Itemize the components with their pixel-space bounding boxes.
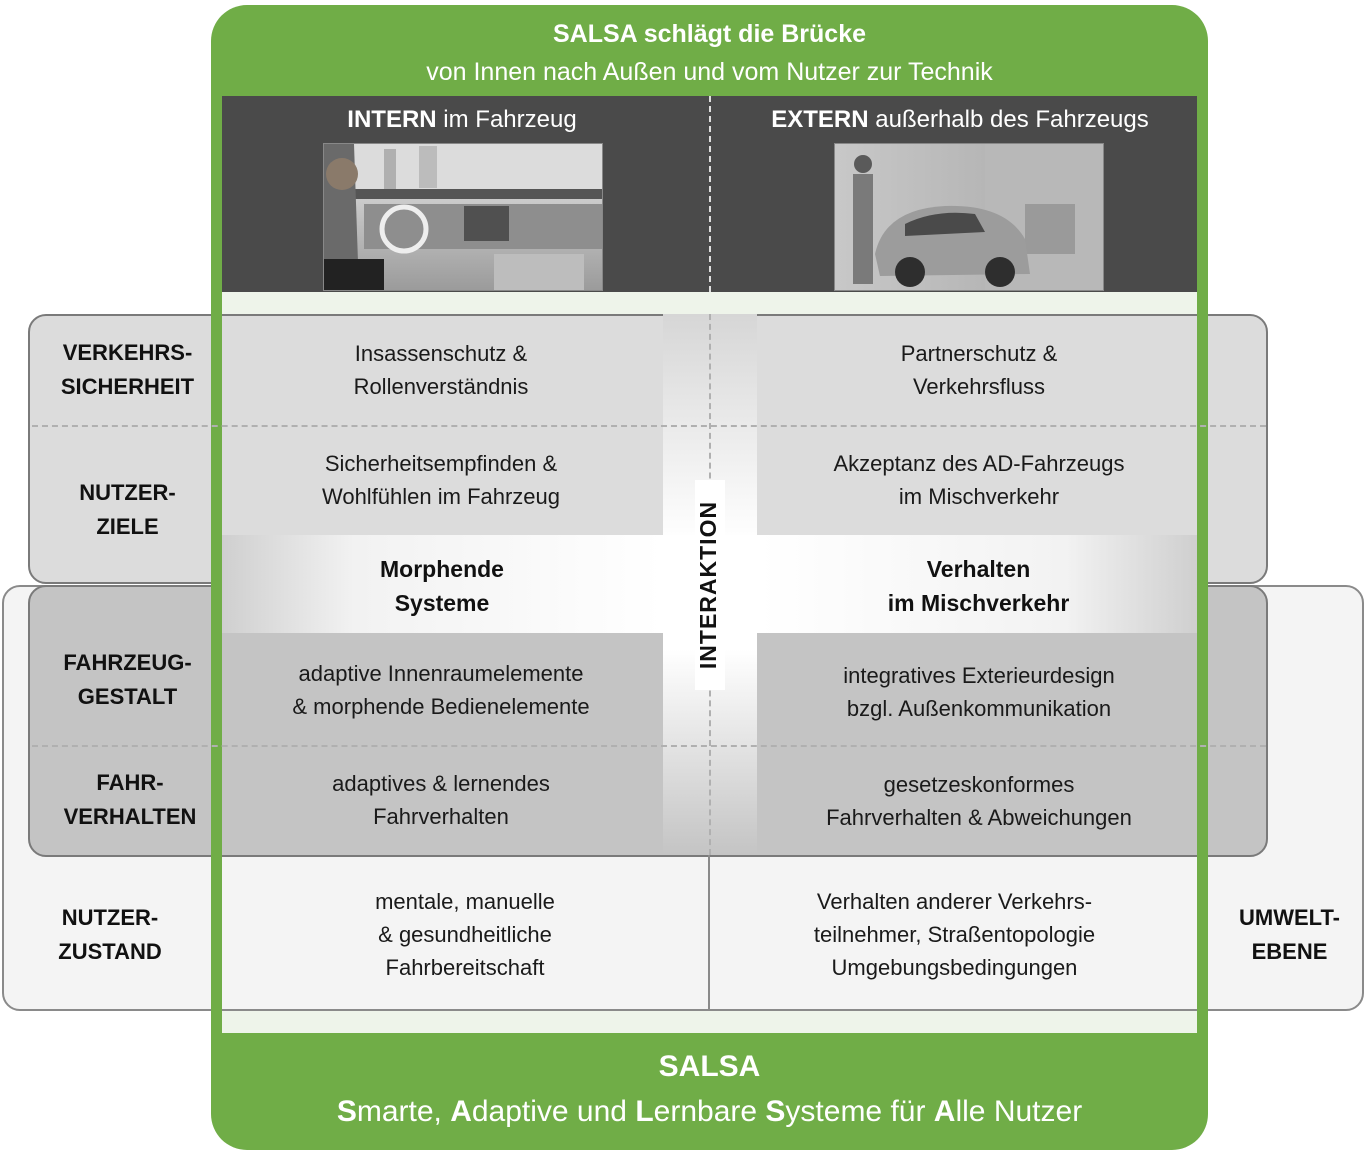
frame-right: [1197, 95, 1208, 1040]
cell-intern-nutzerziele: Sicherheitsempfinden & Wohlfühlen im Fah…: [222, 426, 660, 534]
header-title: SALSA schlägt die Brücke: [552, 20, 867, 48]
intern-heading-rest: im Fahrzeug: [436, 106, 577, 133]
verhalten-mischverkehr-bar: [760, 535, 1197, 633]
footer-title: SALSA: [658, 1050, 761, 1083]
acronym-letter: S: [336, 1095, 357, 1128]
extern-heading-bold: EXTERN: [771, 106, 869, 133]
morphende-systeme-label: Morphende Systeme: [380, 556, 504, 616]
acronym-text: ysteme für: [785, 1095, 934, 1128]
header-banner: [211, 5, 1208, 101]
car-exterior-photo: [834, 143, 1104, 291]
acronym-text: lle Nutzer: [955, 1095, 1083, 1128]
acronym-letter: L: [635, 1095, 654, 1128]
car-interior-photo: [323, 143, 603, 291]
column-divider: [709, 96, 711, 292]
verhalten-mischverkehr-label: Verhalten im Mischverkehr: [887, 556, 1070, 616]
interaktion-label: INTERAKTION: [695, 480, 725, 690]
extern-heading-rest: außerhalb des Fahrzeugs: [868, 106, 1149, 133]
row-separator: [32, 425, 1266, 427]
frame-left: [211, 95, 222, 1040]
row-separator: [32, 745, 1266, 747]
morphende-systeme-bar: [222, 535, 662, 633]
acronym-text: marte,: [356, 1095, 451, 1128]
cell-extern-fahrzeuggestalt: integratives Exterieurdesign bzgl. Außen…: [761, 636, 1197, 748]
intern-heading: INTERN im Fahrzeug: [222, 106, 702, 134]
acronym-letter: A: [450, 1095, 472, 1128]
cell-extern-nutzerziele: Akzeptanz des AD-Fahrzeugs im Mischverke…: [761, 426, 1197, 534]
header-subtitle: von Innen nach Außen und vom Nutzer zur …: [426, 58, 993, 86]
intern-heading-bold: INTERN: [347, 106, 437, 133]
cell-extern-nutzerzustand: Verhalten anderer Verkehrs- teilnehmer, …: [712, 860, 1197, 1008]
cell-intern-fahrzeuggestalt: adaptive Innenraumelemente & morphende B…: [222, 636, 660, 744]
row-label-nutzerzustand: NUTZER- ZUSTAND: [58, 905, 162, 964]
pale-strip-bottom: [222, 1011, 1197, 1033]
acronym-text: ernbare: [653, 1095, 766, 1128]
pale-strip-top: [222, 292, 1197, 314]
row-label-umweltebene: UMWELT- EBENE: [1238, 905, 1340, 964]
row-label-nutzerziele: NUTZER- ZIELE: [79, 480, 176, 539]
footer-banner: [211, 1033, 1208, 1150]
footer-acronym: Smarte, Adaptive und Lernbare Systeme fü…: [211, 1095, 1208, 1129]
cell-intern-nutzerzustand: mentale, manuelle & gesundheitliche Fahr…: [222, 860, 708, 1008]
row-label-fahrverhalten: FAHR- VERHALTEN: [63, 770, 197, 829]
cell-intern-fahrverhalten: adaptives & lernendes Fahrverhalten: [222, 746, 660, 854]
acronym-text: daptive und: [471, 1095, 636, 1128]
cell-intern-verkehrssicherheit: Insassenschutz & Rollenverständnis: [222, 316, 660, 424]
acronym-letter: S: [765, 1095, 786, 1128]
cell-extern-verkehrssicherheit: Partnerschutz & Verkehrsfluss: [761, 316, 1197, 424]
extern-heading: EXTERN außerhalb des Fahrzeugs: [720, 106, 1200, 134]
row-label-verkehrssicherheit: VERKEHRS- SICHERHEIT: [60, 340, 195, 399]
row-label-fahrzeuggestalt: FAHRZEUG- GESTALT: [63, 650, 192, 709]
environment-divider: [708, 855, 710, 1011]
acronym-letter: A: [933, 1095, 956, 1128]
cell-extern-fahrverhalten: gesetzeskonformes Fahrverhalten & Abweic…: [761, 748, 1197, 854]
